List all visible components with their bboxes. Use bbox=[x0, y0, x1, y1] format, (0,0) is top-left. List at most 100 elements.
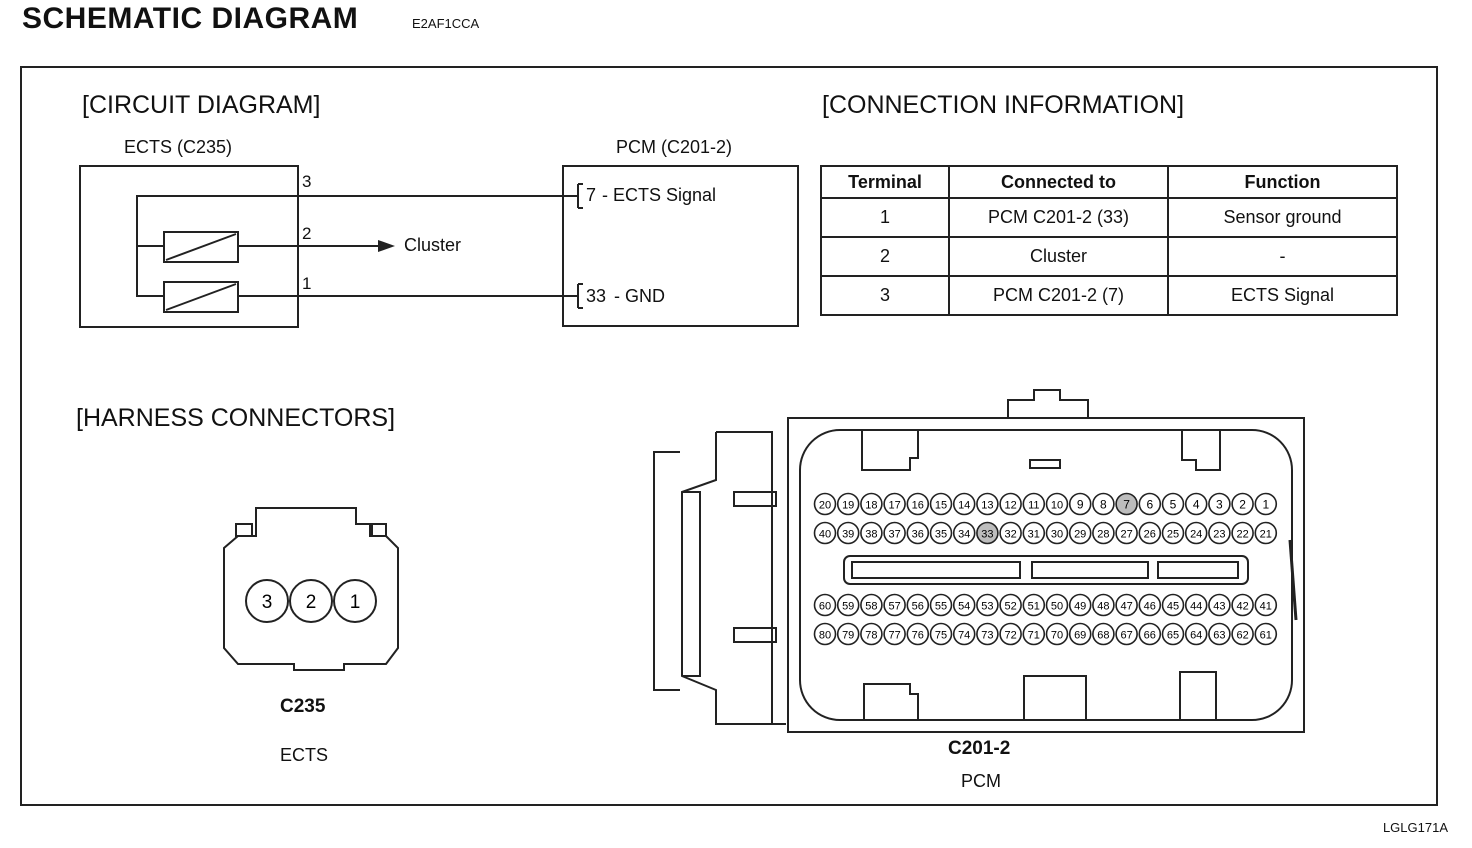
c201-pin-label: 15 bbox=[935, 500, 947, 512]
c201-pin-label: 36 bbox=[912, 529, 924, 541]
c201-pin bbox=[1184, 521, 1208, 545]
c201-pin-label: 12 bbox=[1004, 500, 1016, 512]
c201-pin bbox=[1138, 593, 1162, 617]
table-cell: 1 bbox=[820, 197, 950, 238]
c201-pin-label: 76 bbox=[912, 630, 924, 642]
c201-pin bbox=[836, 492, 860, 516]
c201-pin bbox=[1115, 492, 1138, 516]
c201-pin-label: 49 bbox=[1074, 601, 1086, 613]
c201-pin-label: 30 bbox=[1051, 529, 1063, 541]
diagram-frame bbox=[20, 66, 1438, 806]
c201-pin-label: 44 bbox=[1190, 601, 1202, 613]
c201-pin-label: 25 bbox=[1167, 529, 1179, 541]
c201-pin-label: 80 bbox=[819, 630, 831, 642]
c201-pin-label: 46 bbox=[1144, 601, 1156, 613]
c201-pin-label: 9 bbox=[1077, 498, 1084, 512]
c201-pin bbox=[999, 521, 1022, 545]
c201-pin bbox=[1045, 593, 1069, 617]
c201-pin bbox=[1161, 622, 1185, 646]
c201-pin-label: 72 bbox=[1004, 630, 1016, 642]
c201-pin-label: 75 bbox=[935, 630, 947, 642]
document-code: E2AF1CCA bbox=[412, 16, 480, 31]
c201-name: PCM bbox=[961, 771, 1001, 791]
pcm-pin-7-function: - ECTS Signal bbox=[602, 185, 717, 205]
c201-pin-label: 62 bbox=[1236, 630, 1248, 642]
c201-pin-label: 2 bbox=[1239, 498, 1246, 512]
c201-pin-label: 70 bbox=[1051, 630, 1063, 642]
c201-pin bbox=[883, 593, 906, 617]
pcm-pin-33-number: 33 bbox=[586, 286, 607, 306]
cluster-arrow-icon bbox=[378, 240, 395, 252]
column-header: Connected to bbox=[948, 165, 1169, 199]
c201-pin bbox=[813, 622, 837, 646]
c235-pin-1 bbox=[333, 579, 377, 623]
c201-pin-label: 35 bbox=[935, 529, 947, 541]
pcm-pin-7-number: 7 bbox=[586, 185, 597, 205]
c201-pin-label: 51 bbox=[1028, 601, 1040, 613]
c201-pin-label: 45 bbox=[1167, 601, 1179, 613]
c235-pin-2 bbox=[289, 579, 333, 623]
c201-pin bbox=[1254, 593, 1278, 617]
ects-pin-2: 2 bbox=[302, 224, 312, 243]
c201-pin bbox=[1022, 492, 1046, 516]
c201-pin bbox=[976, 521, 999, 545]
c201-pin-label: 48 bbox=[1097, 601, 1109, 613]
c201-pin-label: 50 bbox=[1051, 601, 1063, 613]
c201-side-latch bbox=[681, 432, 786, 725]
c201-pin-label: 34 bbox=[958, 529, 970, 541]
c201-pin bbox=[813, 492, 837, 516]
c235-code: C235 bbox=[280, 696, 326, 717]
c201-pin bbox=[929, 622, 953, 646]
c235-pin-3 bbox=[245, 579, 289, 623]
c201-pin bbox=[1231, 492, 1254, 516]
c201-pin bbox=[1231, 622, 1254, 646]
table-cell: ECTS Signal bbox=[1167, 275, 1398, 316]
c201-pin-label: 6 bbox=[1146, 498, 1153, 512]
c201-pin bbox=[836, 521, 860, 545]
c201-pin bbox=[1115, 593, 1138, 617]
c201-pin-label: 10 bbox=[1051, 500, 1063, 512]
c201-pin-label: 29 bbox=[1074, 529, 1086, 541]
c235-pin-label: 1 bbox=[350, 592, 361, 613]
c201-pin-label: 66 bbox=[1144, 630, 1156, 642]
table-cell: PCM C201-2 (33) bbox=[948, 197, 1169, 238]
table-cell: - bbox=[1167, 236, 1398, 277]
c201-pin bbox=[1068, 492, 1092, 516]
c201-pin-label: 41 bbox=[1260, 601, 1272, 613]
c201-pin bbox=[860, 622, 883, 646]
c201-pin-label: 5 bbox=[1170, 498, 1177, 512]
table-row: 3 PCM C201-2 (7) ECTS Signal bbox=[820, 275, 1398, 316]
c201-pin bbox=[952, 521, 976, 545]
page-title: SCHEMATIC DIAGRAM bbox=[22, 2, 359, 35]
c201-pin bbox=[1138, 521, 1162, 545]
table-row: 2 Cluster - bbox=[820, 236, 1398, 277]
c201-pin-label: 52 bbox=[1004, 601, 1016, 613]
c201-pin-label: 18 bbox=[865, 500, 877, 512]
c201-pin-label: 20 bbox=[819, 500, 831, 512]
c201-pin bbox=[860, 593, 883, 617]
c201-pin bbox=[1161, 492, 1185, 516]
c201-pin bbox=[1115, 622, 1138, 646]
c201-pin-label: 73 bbox=[981, 630, 993, 642]
table-cell: 3 bbox=[820, 275, 950, 316]
c201-pin-label: 13 bbox=[981, 500, 993, 512]
c201-pin-label: 26 bbox=[1144, 529, 1156, 541]
c201-pin-label: 71 bbox=[1028, 630, 1040, 642]
c201-center-slot bbox=[843, 555, 1249, 585]
c201-pin bbox=[999, 492, 1022, 516]
circuit-diagram-heading: [CIRCUIT DIAGRAM] bbox=[82, 91, 321, 119]
table-cell: Cluster bbox=[948, 236, 1169, 277]
connection-info-heading: [CONNECTION INFORMATION] bbox=[822, 91, 1185, 119]
cluster-label: Cluster bbox=[404, 235, 462, 255]
c201-pin bbox=[1092, 492, 1115, 516]
c201-pin-label: 55 bbox=[935, 601, 947, 613]
ects-pin-1: 1 bbox=[302, 274, 312, 293]
c201-pin-label: 47 bbox=[1120, 601, 1132, 613]
c201-pin-label: 59 bbox=[842, 601, 854, 613]
c201-pin bbox=[1231, 521, 1254, 545]
c201-pin bbox=[1208, 521, 1231, 545]
c201-pin bbox=[1231, 593, 1254, 617]
c201-pin-label: 40 bbox=[819, 529, 831, 541]
